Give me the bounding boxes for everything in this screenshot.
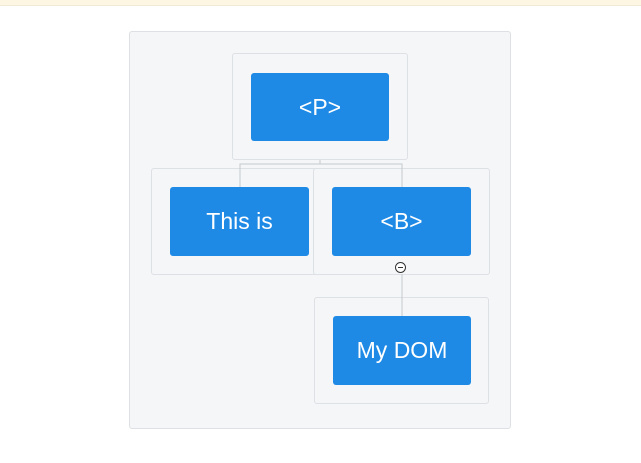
tree-node-b[interactable]: <B> [332,187,471,256]
top-banner-strip [0,0,641,6]
tree-node-p[interactable]: <P> [251,73,389,141]
tree-node-this-is[interactable]: This is [170,187,309,256]
tree-node-my-dom[interactable]: My DOM [333,316,471,385]
collapse-toggle-icon[interactable] [395,262,406,273]
